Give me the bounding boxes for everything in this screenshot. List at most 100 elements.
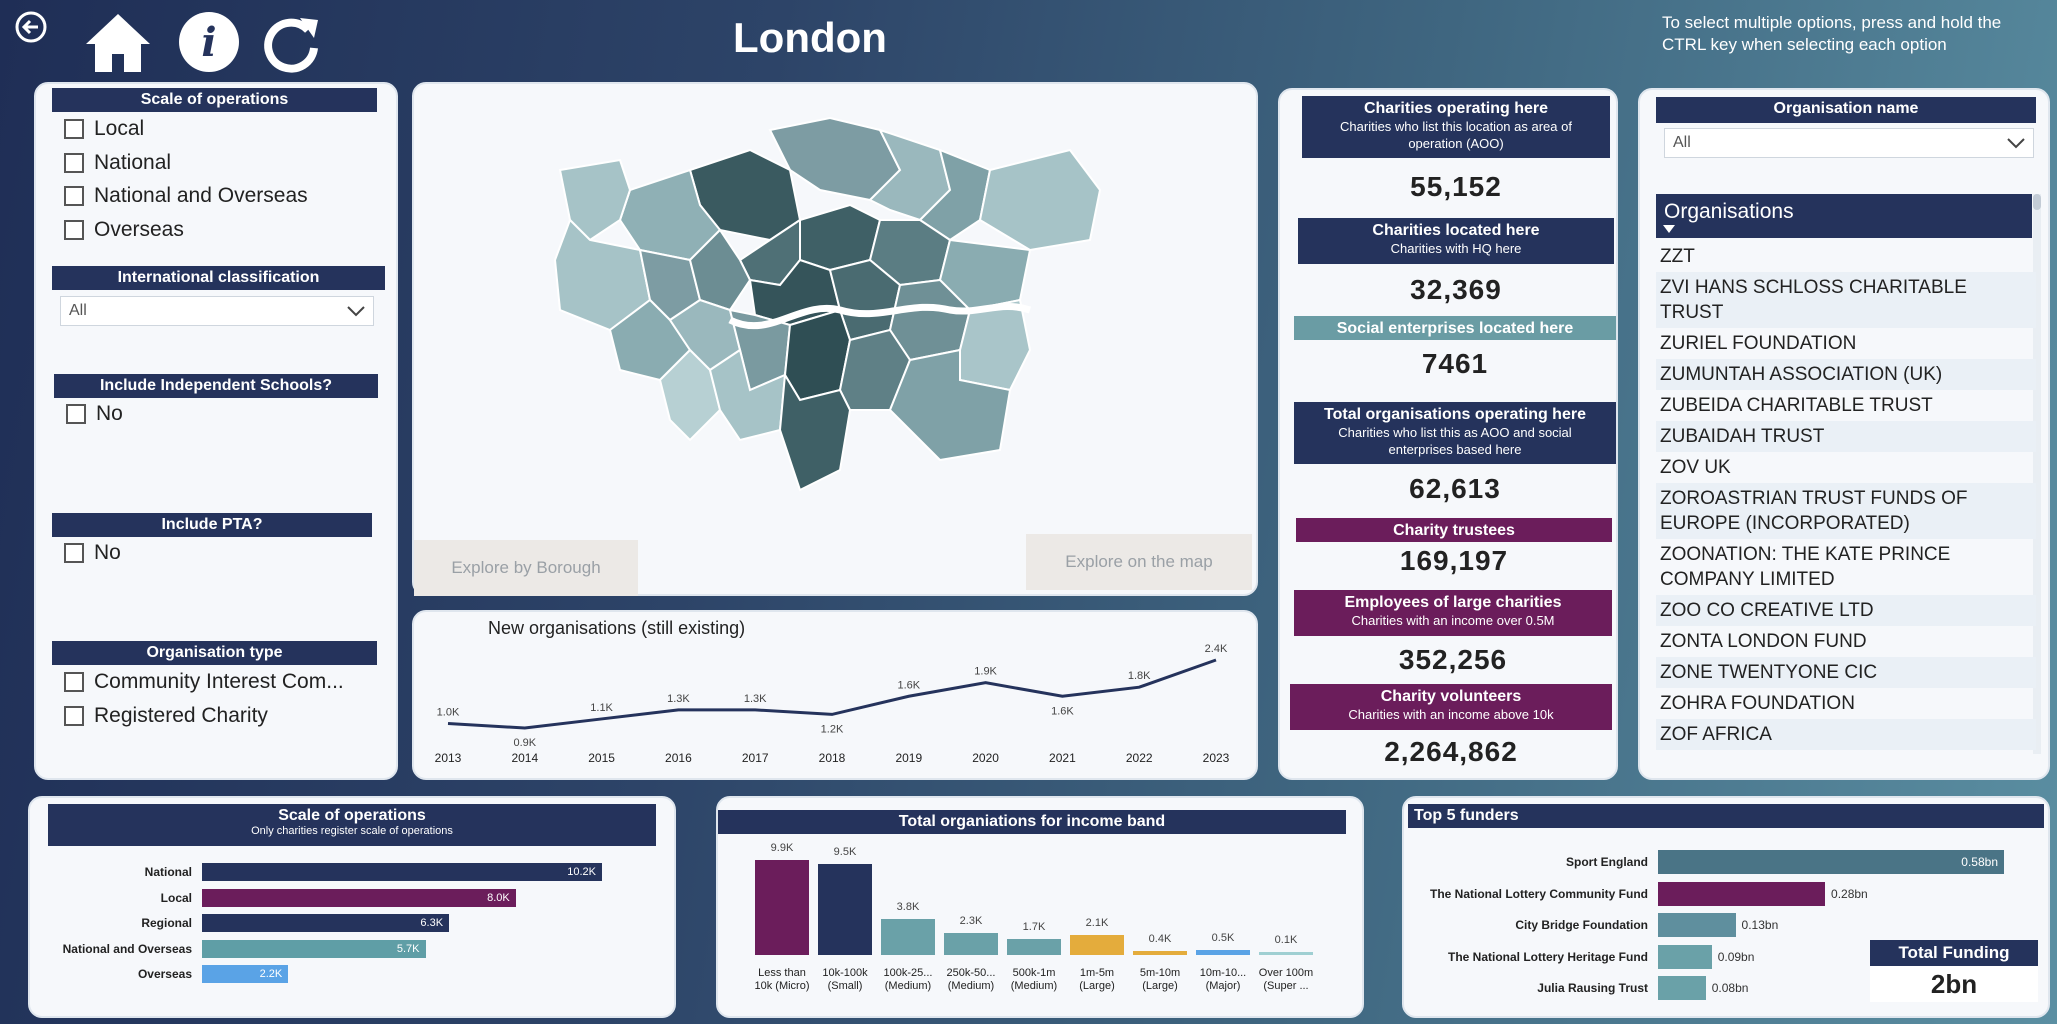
funder-value: 0.13bn — [1741, 918, 1779, 932]
list-row-stripe — [1656, 719, 2036, 750]
income-bar-category: 250k-50... (Medium) — [946, 967, 996, 992]
org-list-item[interactable]: ZUBEIDA CHARITABLE TRUST — [1660, 395, 1933, 416]
new-orgs-data-label: 1.3K — [744, 693, 767, 705]
london-borough-map[interactable] — [550, 110, 1110, 500]
funder-value: 0.28bn — [1831, 886, 1868, 901]
kpi-employees-value: 352,256 — [1398, 644, 1508, 675]
org-list-item[interactable]: ZOO CO CREATIVE LTD — [1660, 600, 1874, 621]
scale-option-local[interactable]: Local — [64, 117, 144, 141]
income-bar — [881, 918, 935, 955]
org-list-item[interactable]: ZONTA LONDON FUND — [1660, 631, 1867, 652]
home-button[interactable] — [82, 10, 154, 74]
new-orgs-title: New organisations (still existing) — [488, 618, 746, 638]
orgtype-option-cic[interactable]: Community Interest Com... — [64, 670, 344, 694]
org-list-item[interactable]: ZOF AFRICA — [1660, 724, 1772, 745]
new-orgs-year-tick: 2013 — [435, 751, 462, 765]
list-row-stripe — [1656, 595, 2036, 626]
intl-dropdown[interactable]: All — [60, 296, 374, 326]
back-button[interactable] — [14, 10, 48, 44]
income-bar-category: 500k-1m (Medium) — [1010, 967, 1058, 992]
kpi-employees-header: Employees of large charities Charities w… — [1294, 590, 1612, 636]
list-row-stripe — [1656, 421, 2036, 452]
new-orgs-year-tick: 2014 — [511, 751, 538, 765]
income-chart-header: Total organiations for income band — [718, 810, 1346, 834]
new-orgs-data-label: 1.6K — [897, 679, 920, 691]
income-bar-value: 2.1K — [1085, 916, 1109, 929]
org-list-item[interactable]: ZOHRA FOUNDATION — [1660, 693, 1855, 714]
scale-option-national-overseas[interactable]: National and Overseas — [64, 184, 308, 208]
back-arrow-icon — [15, 11, 47, 43]
funder-label: The National Lottery Heritage Fund — [1447, 949, 1648, 964]
list-row-stripe — [1656, 272, 2036, 328]
org-list-item[interactable]: ZURIEL FOUNDATION — [1660, 333, 1857, 354]
funder-value: 0.09bn — [1717, 949, 1755, 964]
explore-on-map-button[interactable]: Explore on the map — [1026, 534, 1252, 590]
new-orgs-data-label: 1.9K — [974, 666, 997, 678]
checkbox[interactable] — [64, 119, 84, 139]
income-bar — [755, 860, 809, 955]
pta-option-no[interactable]: No — [64, 541, 121, 565]
scale-bar: 5.7K — [202, 939, 426, 958]
list-row-stripe — [1656, 657, 2036, 688]
total-funding-value: 2bn — [1870, 966, 2038, 1002]
orgs-table-header[interactable]: Organisations — [1656, 194, 2032, 238]
intl-filter-title: International classification — [52, 266, 385, 290]
income-bar — [1259, 952, 1313, 955]
income-bar — [944, 932, 998, 955]
sort-down-icon — [1663, 225, 1675, 233]
home-icon — [86, 14, 150, 72]
checkbox[interactable] — [64, 153, 84, 173]
new-orgs-data-label: 1.0K — [437, 706, 460, 718]
org-list-item[interactable]: ZOROASTRIAN TRUST FUNDS OF EUROPE (INCOR… — [1660, 488, 1968, 534]
org-list-item[interactable]: ZZT — [1660, 246, 1695, 267]
income-bar — [1070, 934, 1124, 955]
scale-bar-label: National — [144, 865, 192, 879]
org-name-filter-title: Organisation name — [1656, 97, 2036, 123]
org-list-item[interactable]: ZOONATION: THE KATE PRINCE COMPANY LIMIT… — [1660, 544, 1951, 590]
org-list-item[interactable]: ZONE TWENTYONE CIC — [1660, 662, 1878, 683]
scale-option-national[interactable]: National — [64, 151, 171, 175]
kpi-total-value: 62,613 — [1409, 473, 1501, 504]
kpi-social-header: Social enterprises located here — [1294, 316, 1616, 340]
new-orgs-year-tick: 2018 — [819, 751, 846, 765]
checkbox[interactable] — [64, 186, 84, 206]
refresh-icon — [264, 18, 318, 73]
checkbox[interactable] — [66, 404, 86, 424]
income-bar — [1196, 950, 1250, 955]
chevron-down-icon — [347, 306, 365, 317]
income-bar-value: 1.7K — [1022, 920, 1046, 933]
funder-label: The National Lottery Community Fund — [1430, 886, 1648, 901]
refresh-button[interactable] — [260, 10, 322, 74]
checkbox[interactable] — [64, 706, 84, 726]
org-name-dropdown[interactable]: All — [1664, 128, 2034, 158]
kpi-volunteers-value: 2,264,862 — [1384, 736, 1518, 767]
scale-filter-title: Scale of operations — [52, 88, 377, 112]
explore-by-borough-button[interactable]: Explore by Borough — [414, 540, 638, 596]
chevron-down-icon — [2007, 138, 2025, 149]
checkbox[interactable] — [64, 220, 84, 240]
orgtype-option-charity[interactable]: Registered Charity — [64, 704, 268, 728]
org-list-item[interactable]: ZUBAIDAH TRUST — [1660, 426, 1825, 447]
org-list-item[interactable]: ZUMUNTAH ASSOCIATION (UK) — [1660, 364, 1943, 385]
checkbox[interactable] — [64, 543, 84, 563]
scale-option-overseas[interactable]: Overseas — [64, 218, 184, 242]
new-orgs-year-tick: 2022 — [1126, 751, 1153, 765]
new-orgs-data-label: 2.4K — [1205, 643, 1228, 655]
scrollbar[interactable] — [2033, 194, 2041, 754]
new-orgs-data-label: 1.1K — [590, 702, 613, 714]
kpi-social-value: 7461 — [1421, 348, 1489, 379]
new-orgs-data-label: 1.2K — [821, 723, 844, 735]
income-bar — [1133, 951, 1187, 955]
multi-select-hint: To select multiple options, press and ho… — [1662, 13, 2002, 54]
scale-bar-label: Regional — [141, 916, 192, 930]
income-bar-category: 10k-100k (Small) — [822, 967, 868, 992]
checkbox[interactable] — [64, 672, 84, 692]
org-list-item[interactable]: ZOV UK — [1660, 457, 1731, 478]
list-row-stripe — [1656, 359, 2036, 390]
funder-label: City Bridge Foundation — [1515, 918, 1648, 932]
org-list-item[interactable]: ZVI HANS SCHLOSS CHARITABLE TRUST — [1660, 277, 1967, 323]
schools-option-no[interactable]: No — [66, 402, 123, 426]
info-button[interactable]: i — [174, 10, 244, 74]
kpi-located-value: 32,369 — [1410, 274, 1502, 305]
scale-bar: 2.2K — [202, 965, 289, 983]
